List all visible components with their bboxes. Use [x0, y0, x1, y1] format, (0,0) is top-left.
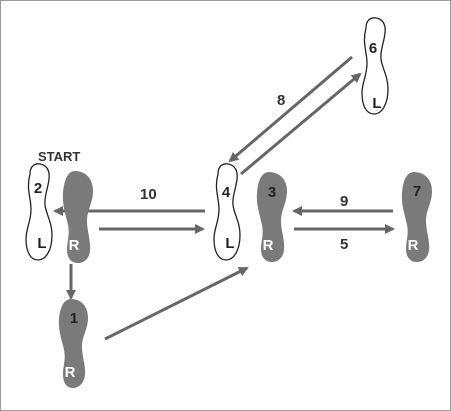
left-foot-shape — [361, 17, 389, 115]
left-foot-shape — [213, 163, 241, 261]
right-foot-shape — [58, 299, 88, 388]
footprint-side: L — [37, 235, 46, 252]
footprint-2-left: 2 L — [25, 163, 53, 261]
right-foot-shape — [62, 171, 93, 263]
footprint-side: R — [263, 237, 274, 254]
footprint-number: 4 — [222, 184, 231, 201]
footprint-3-right: 3 R — [256, 172, 287, 262]
footprint-side: L — [372, 95, 381, 112]
footprint-7-right: 7 R — [401, 172, 432, 262]
arrow-8 — [228, 55, 353, 163]
footprint-number: 7 — [413, 183, 421, 200]
arrow-4-to-6 — [240, 72, 362, 176]
footprint-side: R — [65, 364, 76, 381]
footprint-side: R — [408, 237, 419, 254]
footprint-number: 1 — [70, 310, 78, 327]
footprint-number: 2 — [34, 180, 42, 197]
right-foot-shape — [401, 172, 432, 262]
footprint-1-right: 1 R — [58, 299, 88, 388]
footprint-side: L — [225, 235, 234, 252]
footprint-number: 6 — [369, 40, 377, 57]
footprint-side: R — [69, 237, 80, 254]
right-foot-shape — [256, 172, 287, 262]
start-label: START — [38, 149, 80, 164]
arrow-1-to-3 — [104, 266, 249, 341]
arrow-label-10: 10 — [140, 186, 157, 203]
arrow-label-9: 9 — [340, 193, 348, 210]
footprint-6-left: 6 L — [361, 17, 389, 115]
left-foot-shape — [25, 163, 53, 261]
footprint-number: 3 — [268, 184, 276, 201]
footprint-4-left: 4 L — [213, 163, 241, 261]
arrow-label-8: 8 — [277, 92, 285, 109]
footprint-start-right: R — [62, 171, 93, 263]
arrow-label-5: 5 — [340, 236, 348, 253]
